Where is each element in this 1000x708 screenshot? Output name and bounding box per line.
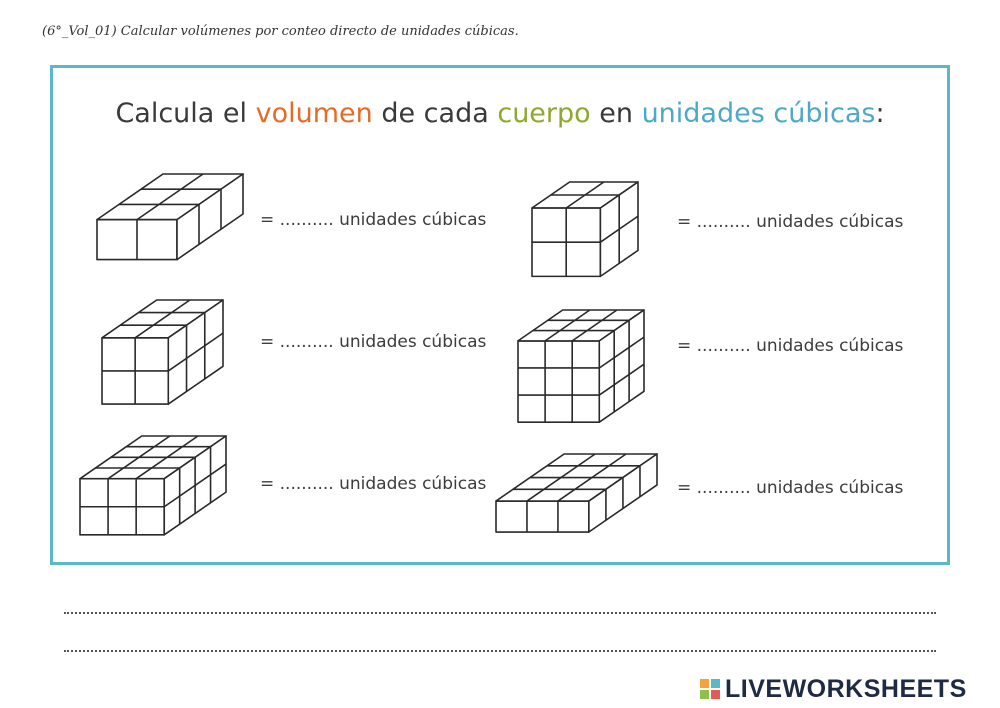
title-text: de cada (372, 98, 498, 129)
front-face (495, 500, 590, 533)
grid-line (571, 309, 618, 342)
title-text: Calcula el (115, 98, 256, 129)
cube-solid-3 (101, 299, 224, 405)
exercise-frame (50, 65, 950, 565)
answer-label-4: = .......... unidades cúbicas (677, 336, 904, 356)
title-word-unidades-cubicas: unidades cúbicas (641, 98, 876, 129)
answer-line-1[interactable] (64, 612, 936, 614)
answer-label-5: = .......... unidades cúbicas (260, 474, 487, 494)
grid-line (167, 332, 224, 372)
page-title: Calcula el volumen de cada cuerpo en uni… (0, 98, 1000, 129)
title-text: en (590, 98, 642, 129)
grid-line (598, 363, 645, 396)
grid-line (544, 309, 591, 342)
title-text: : (875, 98, 885, 129)
cube-solid-4 (517, 309, 645, 423)
grid-line (599, 215, 639, 243)
answer-label-2: = .......... unidades cúbicas (677, 212, 904, 232)
cube-solid-2 (531, 181, 639, 278)
answer-label-3: = .......... unidades cúbicas (260, 332, 487, 352)
grid-line (598, 336, 645, 369)
cube-solid-5 (79, 435, 227, 536)
title-word-volumen: volumen (255, 98, 373, 129)
liveworksheets-logo: LIVEWORKSHEETS (700, 674, 967, 703)
cube-solid-6 (495, 453, 658, 533)
title-word-cuerpo: cuerpo (497, 98, 591, 129)
answer-label-1: = .......... unidades cúbicas (260, 210, 487, 230)
grid-line (163, 463, 227, 508)
cube-solid-1 (96, 173, 244, 261)
grid-line (134, 299, 191, 339)
liveworksheets-logo-icon (700, 679, 720, 699)
answer-label-6: = .......... unidades cúbicas (677, 478, 904, 498)
front-face (517, 340, 601, 423)
header-note: (6°_Vol_01) Calcular volúmenes por conte… (42, 24, 519, 39)
grid-line (136, 173, 204, 221)
answer-line-2[interactable] (64, 650, 936, 652)
logo-text: LIVEWORKSHEETS (725, 674, 967, 703)
